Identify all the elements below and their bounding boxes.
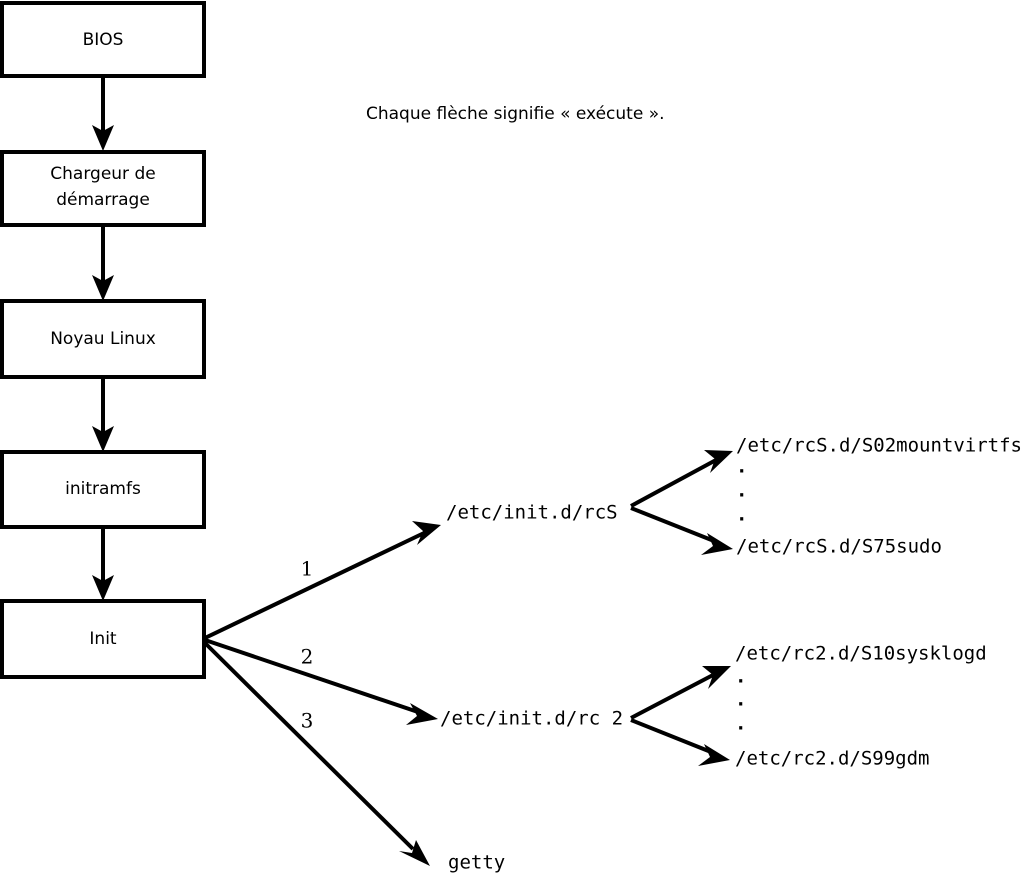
branch-number-2: 2	[301, 645, 314, 669]
rcs-ellipsis-dot-3: ·	[736, 509, 747, 531]
rcs-ellipsis-dot-1: ·	[736, 461, 747, 483]
label-rc2-last-script: /etc/rc2.d/S99gdm	[735, 748, 929, 770]
box-bios-label: BIOS	[83, 30, 124, 50]
box-init-rect	[0, 599, 206, 679]
label-init-d-rc2: /etc/init.d/rc 2	[440, 708, 623, 730]
box-initramfs-label: initramfs	[65, 479, 141, 499]
rc2-ellipsis-dot-2: ·	[735, 694, 746, 716]
box-bios-rect	[0, 1, 206, 78]
arrow-rcs-to-last-script	[630, 506, 733, 555]
arrow-initramfs-to-init	[92, 527, 114, 601]
arrow-rcs-to-first-script	[630, 450, 733, 508]
box-init-label: Init	[89, 629, 117, 649]
arrow-init-branch-1	[204, 521, 441, 640]
branch-number-3: 3	[301, 709, 314, 733]
arrow-init-branch-3	[203, 641, 430, 866]
arrow-rc2-to-last-script	[630, 718, 730, 766]
label-rcs-last-script: /etc/rcS.d/S75sudo	[736, 536, 942, 558]
rc2-ellipsis-dot-3: ·	[735, 718, 746, 740]
label-getty: getty	[448, 852, 505, 874]
arrow-bios-to-bootloader	[92, 76, 114, 151]
box-init: Init	[0, 599, 206, 679]
branch-number-1: 1	[301, 557, 314, 581]
box-linux-kernel-label: Noyau Linux	[50, 329, 156, 349]
box-initramfs: initramfs	[0, 450, 206, 529]
box-bootloader-label-line1: Chargeur de	[50, 164, 155, 184]
label-rcs-first-script: /etc/rcS.d/S02mountvirtfs	[736, 435, 1022, 457]
box-bios: BIOS	[0, 1, 206, 78]
label-init-d-rcs: /etc/init.d/rcS	[446, 502, 618, 524]
box-bootloader-label-line2: démarrage	[56, 190, 150, 210]
arrow-bootloader-to-kernel	[92, 225, 114, 301]
box-bootloader-rect	[0, 150, 206, 227]
arrow-kernel-to-initramfs	[92, 377, 114, 452]
box-linux-kernel: Noyau Linux	[0, 299, 206, 379]
box-bootloader: Chargeur de démarrage	[0, 150, 206, 227]
arrow-init-branch-2	[204, 638, 438, 725]
rc2-ellipsis-dot-1: ·	[735, 671, 746, 693]
label-rc2-first-script: /etc/rc2.d/S10sysklogd	[735, 643, 987, 665]
rcs-ellipsis-dot-2: ·	[736, 485, 747, 507]
caption-arrow-meaning: Chaque flèche signifie « exécute ».	[366, 104, 665, 124]
arrow-rc2-to-first-script	[630, 666, 731, 720]
